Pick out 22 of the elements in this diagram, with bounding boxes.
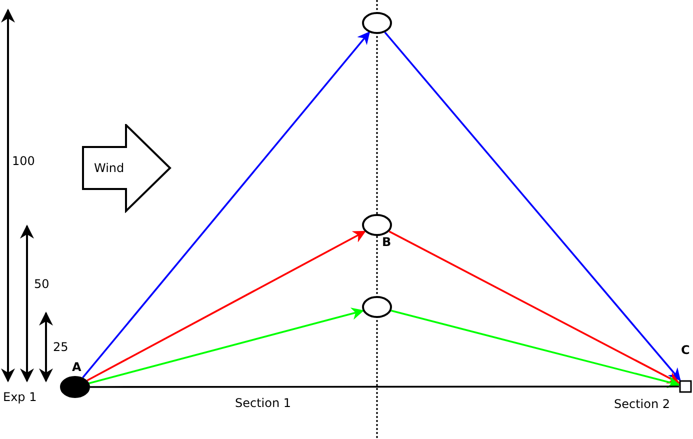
arrow — [390, 310, 680, 388]
text-label: Exp 1 — [3, 391, 37, 403]
point-label: C — [681, 344, 690, 356]
dimension-label: 50 — [34, 278, 50, 290]
ellipse-node — [362, 214, 392, 236]
arrow — [384, 32, 681, 381]
square-node — [679, 380, 692, 393]
text-label: Section 2 — [614, 398, 670, 410]
ellipse-node — [60, 376, 90, 398]
dimension-label: 100 — [12, 155, 35, 167]
text-label: Section 1 — [234, 397, 292, 409]
arrow — [86, 230, 366, 382]
dimension-label: 25 — [53, 341, 68, 353]
block-arrow — [82, 124, 172, 213]
node-label: Wind — [94, 162, 124, 174]
arrow — [82, 31, 370, 378]
ellipse-node — [362, 296, 392, 318]
point-label: B — [382, 236, 392, 248]
arrow — [88, 308, 364, 384]
ellipse-node — [362, 12, 392, 34]
arrow — [388, 230, 680, 384]
point-label: A — [72, 361, 82, 373]
